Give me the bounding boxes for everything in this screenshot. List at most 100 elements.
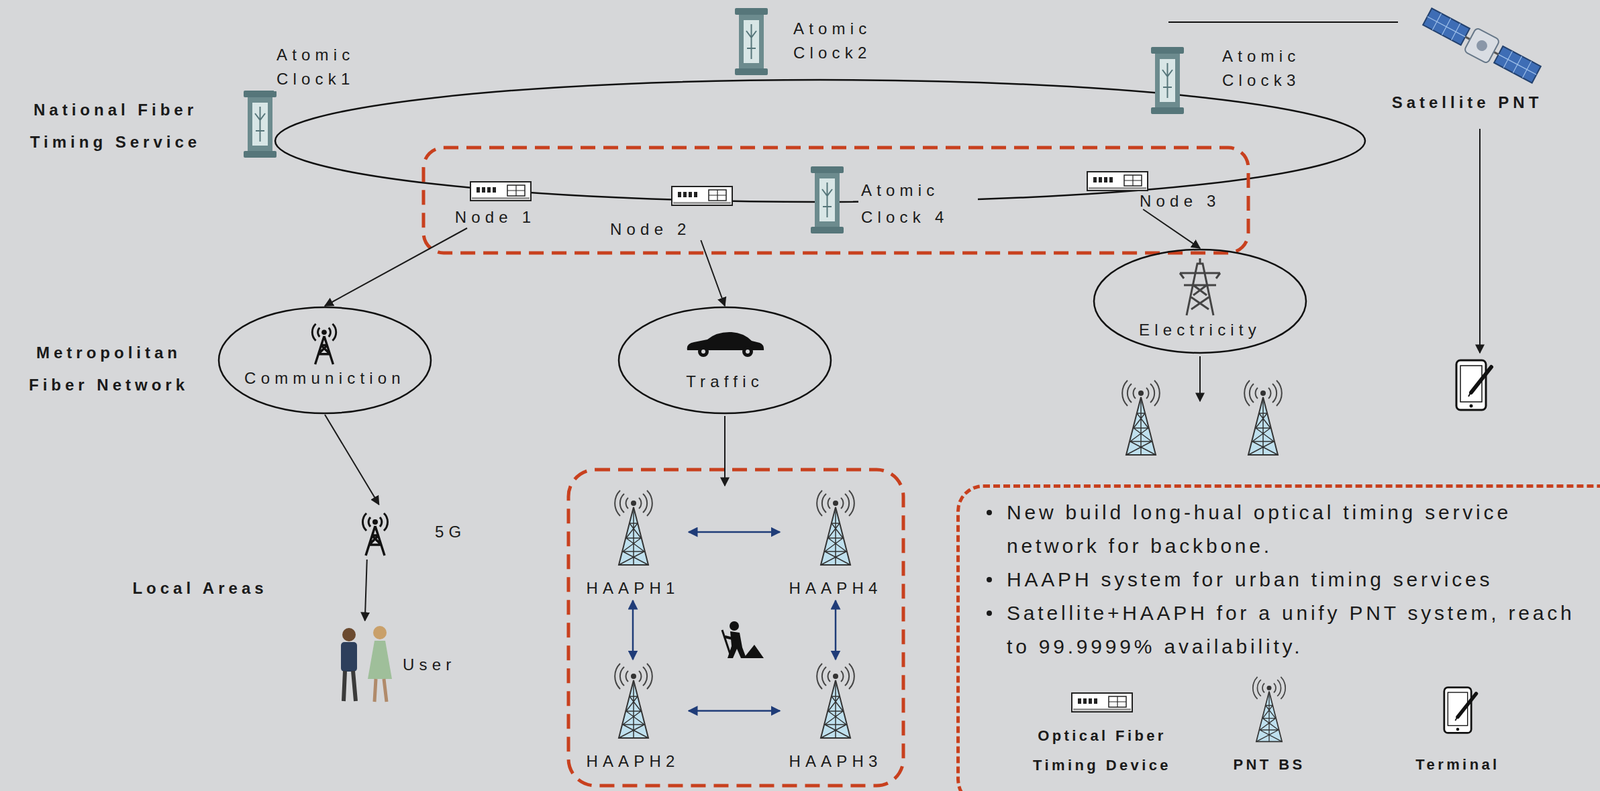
legend-label: Terminal [1390,750,1525,780]
pnt-tower-icons [1122,380,1160,456]
satellite-icon [1493,46,1541,84]
pnt-tower-icons [816,490,855,566]
bullet-item: New build long-hual optical timing servi… [986,495,1600,564]
haaph-station: HAAPH2 [577,659,689,774]
ellipse-outline [217,306,433,415]
connector-arrow [632,600,635,660]
car-icon [745,349,750,354]
sector-ellipse: Traffic [617,306,833,415]
node-label: Node 2 [610,220,692,239]
node-label: HAAPH3 [788,752,882,772]
fiber-timing-device-icons [671,186,733,206]
bullet-text: HAAPH system for urban timing services [1006,563,1584,597]
haaph-region-dashed [568,469,904,786]
atomic-clock-icons [810,166,844,234]
connector-arrow [324,228,468,307]
terminal-icons [1444,360,1492,734]
timing-node: Node 3 [1081,167,1243,210]
bullet-dot [986,610,992,617]
car-icon [742,346,754,358]
pnt-tower-icons [816,663,855,739]
satellite-icon [1422,8,1470,45]
fiber-timing-device-icons [1087,171,1148,191]
node-region-dashed [423,147,1249,254]
worker-icon [722,621,764,659]
worker-icon [722,630,731,655]
satellite-icon [1463,27,1500,64]
satellite-icon [1493,46,1541,84]
node-label: Traffic [685,372,764,392]
node-label: 5G [434,522,466,542]
node-label: Satellite PNT [1391,93,1543,113]
people-icon [340,626,392,703]
worker-icon [743,644,764,659]
connector-arrow [365,559,368,621]
pylon-icon [1179,258,1221,316]
node-label: Node 3 [1139,191,1221,211]
timing-node: Node 2 [604,182,735,241]
connector-arrow [688,710,780,713]
user-node: User [332,620,464,707]
clock-label: Atomic Clock2 [790,16,911,66]
layout-arrows [724,416,726,486]
people-icon [367,640,392,680]
antenna-icons [312,324,388,556]
people-icon [374,679,387,703]
haaph-station: HAAPH1 [577,486,689,601]
ellipse-outline [618,307,831,414]
terminal-icons [1456,360,1492,411]
people-icon [342,628,356,642]
sector-ellipse: Electricity [1092,248,1308,355]
worker-icon [729,621,739,631]
connector-arrow [1142,209,1200,249]
people-icon [373,626,387,640]
node-label: HAAPH4 [788,579,882,598]
section-label: Local Areas [99,577,301,600]
layout-arrows [724,128,1480,486]
car-icon [687,332,764,351]
satellite-node: Satellite PNT [1366,6,1568,121]
node-label: Communiction [244,369,406,388]
car-icon [687,332,764,358]
bullet-dot [986,510,992,516]
bullet-text: New build long-hual optical timing servi… [1006,495,1584,564]
people-icon [343,671,356,702]
terminal-icons [1444,687,1477,734]
clock-label: Atomic Clock3 [1219,44,1339,93]
legend-label: PNT BS [1202,750,1337,780]
atomic-clock-icons [243,90,277,158]
node-label: User [402,655,456,675]
section-label: National Fiber Timing Service [21,93,210,159]
antenna-icons [362,513,388,556]
summary-box: New build long-hual optical timing servi… [956,484,1600,791]
base-station-node: 5G [348,504,469,560]
fiber-timing-device-icons [470,181,531,201]
node-label: Electricity [1138,320,1262,340]
timing-node: Node 1 [448,177,543,229]
connector-arrow [700,240,725,307]
satellite-icon [1420,4,1543,87]
pnt-tower-icons [614,380,1286,742]
ellipse-outline [218,307,431,414]
clock-label: Atomic Clock 4 [858,177,978,231]
haaph-station: HAAPH4 [779,486,892,601]
pnt-tower-icons [1253,677,1286,743]
connector-arrow [688,531,780,534]
connector-arrow [324,414,380,505]
layout-arrows [1479,128,1481,354]
car-icon [697,346,709,358]
worker-icon [724,636,736,640]
clock-label: Atomic Clock1 [273,42,394,92]
bullet-text: Satellite+HAAPH for a unify PNT system, … [1006,596,1584,664]
satellite-link-line [1168,21,1398,23]
ellipse-outline [617,306,833,415]
bullet-item: HAAPH system for urban timing services [986,563,1600,597]
car-icon [701,349,706,354]
pnt-tower-icons [1244,380,1282,456]
ellipse-outline [1093,249,1307,354]
node-label: HAAPH1 [585,579,680,598]
connector-arrow [834,600,837,660]
atomic-clock-icons [734,8,768,76]
